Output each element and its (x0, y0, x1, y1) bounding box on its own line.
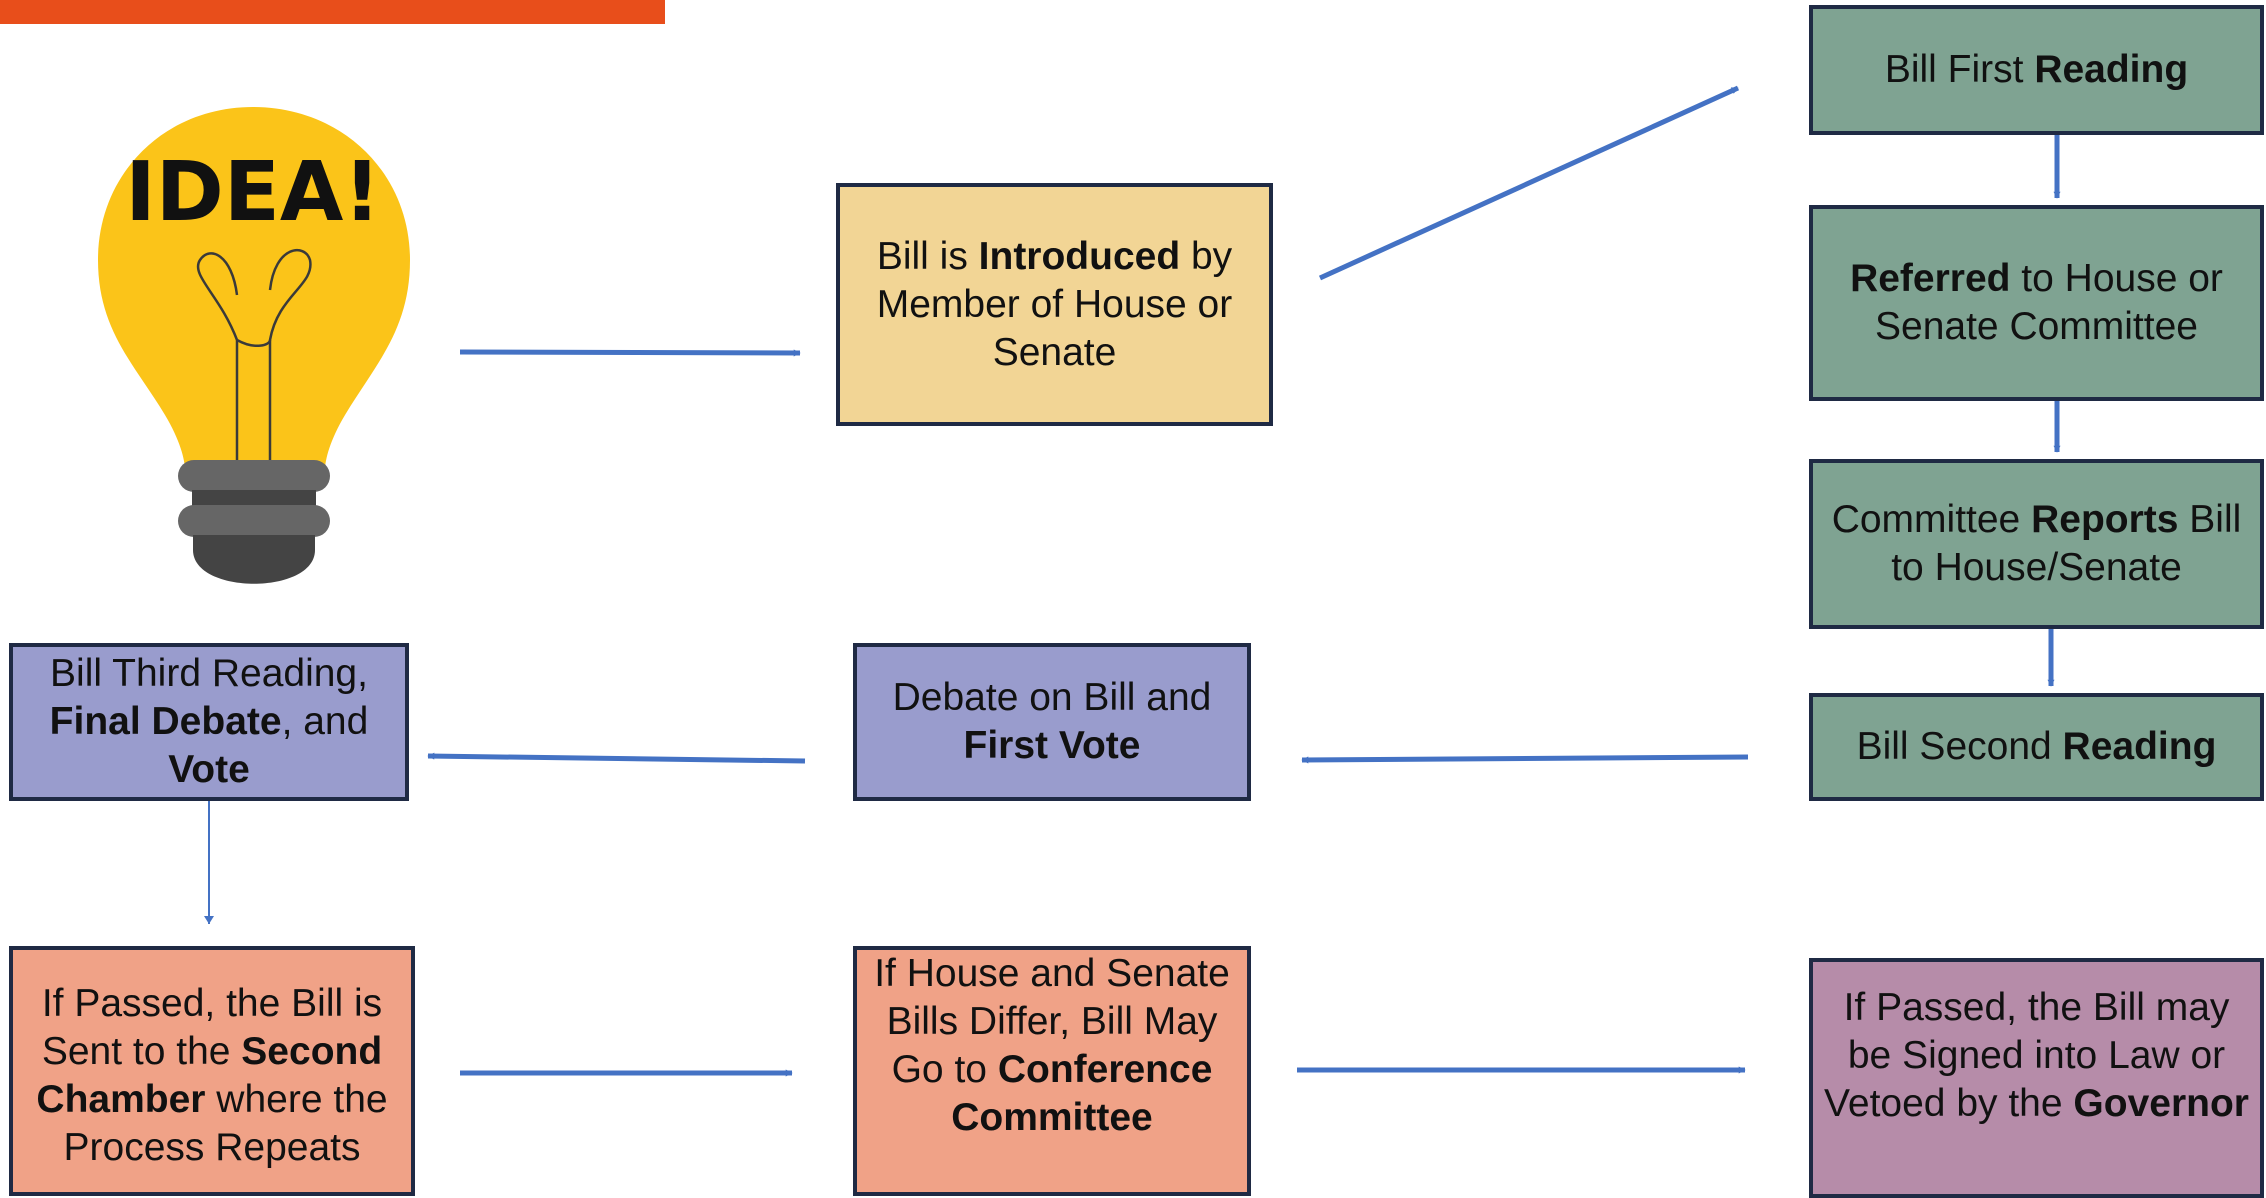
bulb-glass (98, 107, 410, 470)
bulb-base-cap (193, 535, 315, 584)
third-reading-box: Bill Third Reading, Final Debate, and Vo… (9, 643, 409, 801)
second-reading-box: Bill Second Reading (1809, 693, 2264, 801)
referred-box: Referred to House or Senate Committee (1809, 205, 2264, 401)
reports-box: Committee Reports Bill to House/Senate (1809, 459, 2264, 629)
bulb-base-ring (178, 460, 330, 492)
arrow-introduced-to-first-reading (1318, 85, 1740, 281)
arrow-idea-to-introduced (459, 349, 801, 357)
arrow-third-reading-to-second-chamber-head (204, 916, 214, 924)
bulb-base-band (192, 490, 316, 506)
first-reading-box: Bill First Reading (1809, 5, 2264, 135)
filament (196, 249, 312, 470)
lightbulb-icon: IDEA! (98, 107, 410, 584)
second-chamber-box: If Passed, the Bill is Sent to the Secon… (9, 946, 415, 1196)
idea-text: IDEA! (125, 145, 380, 240)
arrow-second-reading-to-debate (1301, 754, 1749, 764)
governor-box: If Passed, the Bill may be Signed into L… (1809, 958, 2264, 1198)
debate-box: Debate on Bill and First Vote (853, 643, 1251, 801)
arrow-debate-to-third-reading (427, 752, 806, 764)
conference-box: If House and Senate Bills Differ, Bill M… (853, 946, 1251, 1196)
accent-bar (0, 0, 665, 24)
introduced-box: Bill is Introduced by Member of House or… (836, 183, 1273, 426)
bulb-base-ring (178, 505, 330, 537)
